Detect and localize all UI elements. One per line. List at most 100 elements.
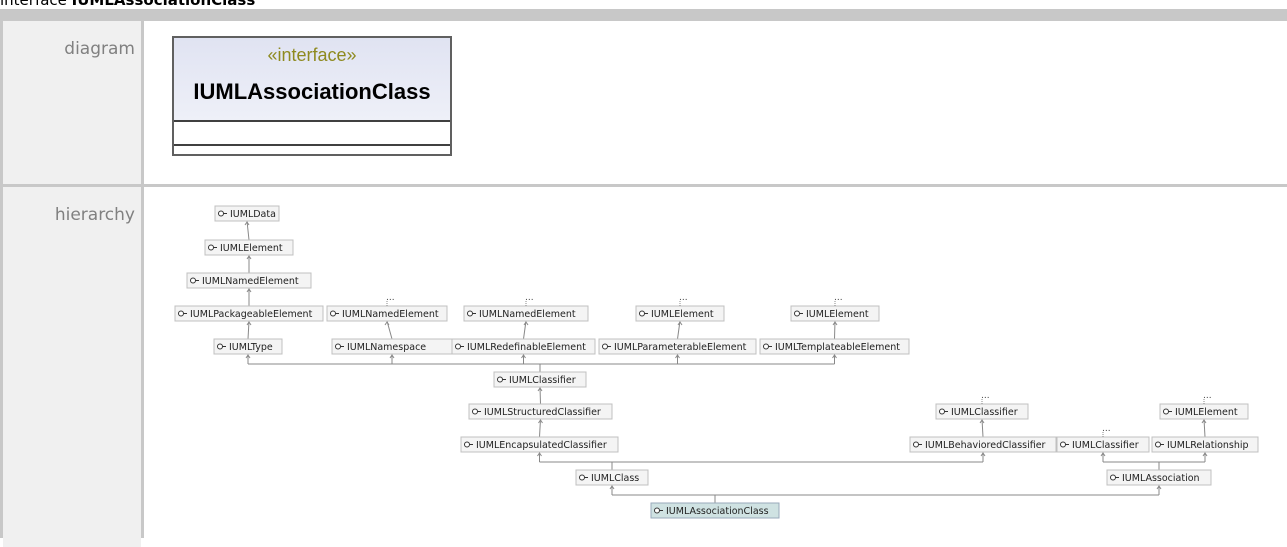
hierarchy-node-label: IUMLNamespace: [347, 342, 426, 353]
interface-icon: [654, 507, 660, 514]
ellipsis-marker: ...: [981, 391, 990, 401]
interface-icon: [464, 441, 470, 448]
hierarchy-node[interactable]: [1151, 436, 1259, 453]
arrowhead: [1100, 452, 1106, 457]
interface-icon: [455, 343, 461, 350]
interface-icon: [217, 343, 223, 350]
hierarchy-node-label: IUMLEncapsulatedClassifier: [476, 440, 607, 451]
interface-icon: [602, 343, 608, 350]
interface-icon: [1060, 441, 1066, 448]
arrowhead: [1156, 485, 1162, 490]
inheritance-edge: [834, 320, 836, 340]
interface-icon: [190, 277, 196, 284]
arrowhead: [538, 419, 543, 424]
arrowhead: [675, 354, 680, 359]
interface-icon: [794, 310, 800, 317]
inheritance-edge: [981, 418, 984, 438]
interface-icon: [497, 376, 503, 383]
hierarchy-node-label: IUMLData: [230, 209, 276, 220]
hierarchy-node[interactable]: [493, 371, 587, 388]
hierarchy-node-label: IUMLBehavioredClassifier: [925, 440, 1046, 451]
hierarchy-node-label: IUMLNamedElement: [342, 309, 439, 320]
hierarchy-node-label: IUMLParameterableElement: [614, 342, 747, 353]
arrowhead: [537, 452, 542, 457]
arrowhead: [832, 354, 837, 359]
hierarchy-node-label: IUMLTemplateableElement: [775, 342, 900, 353]
arrowhead: [384, 321, 390, 326]
ellipsis-marker: ...: [1102, 424, 1111, 434]
uml-class-name: IUMLAssociationClass: [193, 79, 431, 104]
ellipsis-marker: ...: [834, 293, 843, 303]
hierarchy-content-cell: [144, 187, 1287, 547]
interface-icon: [1163, 408, 1169, 415]
arrowhead: [1202, 452, 1208, 457]
hierarchy-node[interactable]: [213, 338, 283, 355]
interface-icon: [208, 244, 214, 251]
interface-icon: [939, 408, 945, 415]
inheritance-edge: [1203, 418, 1206, 438]
arrowhead: [1201, 419, 1207, 424]
hierarchy-node[interactable]: [759, 338, 910, 355]
ellipsis-marker: ...: [679, 293, 688, 303]
hierarchy-node[interactable]: [575, 469, 649, 486]
diagram-label-cell: diagram: [3, 21, 141, 184]
hierarchy-row: hierarchy: [3, 187, 1287, 547]
ellipsis-marker: ...: [525, 293, 534, 303]
hierarchy-node[interactable]: [1106, 469, 1212, 486]
hierarchy-node-label: IUMLElement: [651, 309, 714, 320]
arrowhead: [389, 354, 395, 359]
interface-icon: [335, 343, 341, 350]
arrowhead: [537, 387, 543, 392]
title-name: IUMLAssociationClass: [71, 0, 256, 9]
arrowhead: [979, 419, 985, 424]
hierarchy-node-label: IUMLType: [229, 342, 273, 353]
uml-stereotype: «interface»: [267, 45, 357, 65]
hierarchy-node[interactable]: [204, 239, 294, 256]
inheritance-edge: [539, 386, 541, 405]
hierarchy-node[interactable]: [460, 436, 619, 453]
interface-icon: [579, 474, 585, 481]
interface-icon: [763, 343, 769, 350]
hierarchy-node-label: IUMLNamedElement: [479, 309, 576, 320]
hierarchy-node[interactable]: [909, 436, 1057, 453]
hierarchy-node-label: IUMLClassifier: [509, 375, 576, 386]
interface-icon: [639, 310, 645, 317]
arrowhead: [677, 321, 683, 326]
arrowhead: [246, 255, 252, 260]
interface-icon: [1155, 441, 1161, 448]
inheritance-edge: [677, 320, 681, 340]
hierarchy-node-label: IUMLElement: [806, 309, 869, 320]
interface-icon: [218, 210, 224, 217]
hierarchy-node[interactable]: [451, 338, 596, 355]
hierarchy-node[interactable]: [186, 272, 312, 289]
uml-class-header: «interface» IUMLAssociationClass: [174, 38, 450, 122]
arrowhead: [245, 354, 251, 359]
hierarchy-node-label: IUMLStructuredClassifier: [484, 407, 601, 418]
inheritance-edge: [539, 418, 541, 438]
hierarchy-node[interactable]: [214, 205, 280, 222]
arrowhead: [832, 321, 838, 326]
arrowhead: [980, 452, 986, 457]
hierarchy-node[interactable]: [174, 305, 324, 322]
uml-class-box[interactable]: «interface» IUMLAssociationClass: [172, 36, 452, 156]
hierarchy-node-label: IUMLRelationship: [1167, 440, 1249, 451]
arrowhead: [609, 485, 615, 490]
page-title: interface IUMLAssociationClass: [0, 0, 255, 9]
hierarchy-node-label: IUMLElement: [220, 243, 283, 254]
hierarchy-node-label: IUMLClassifier: [1072, 440, 1139, 451]
title-kind: interface: [0, 0, 72, 9]
hierarchy-node-label: IUMLClass: [591, 473, 639, 484]
inheritance-edge: [247, 320, 250, 340]
hierarchy-node[interactable]: [598, 338, 757, 355]
interface-icon: [913, 441, 919, 448]
ellipsis-marker: ...: [1203, 391, 1212, 401]
ellipsis-marker: ...: [386, 293, 395, 303]
hierarchy-node[interactable]: [650, 502, 780, 519]
diagram-label: diagram: [64, 39, 135, 59]
hierarchy-node[interactable]: [468, 403, 613, 420]
inheritance-edge: [523, 320, 527, 340]
hierarchy-node-label: IUMLNamedElement: [202, 276, 299, 287]
arrowhead: [523, 321, 529, 326]
hierarchy-node-label: IUMLAssociationClass: [666, 506, 769, 517]
